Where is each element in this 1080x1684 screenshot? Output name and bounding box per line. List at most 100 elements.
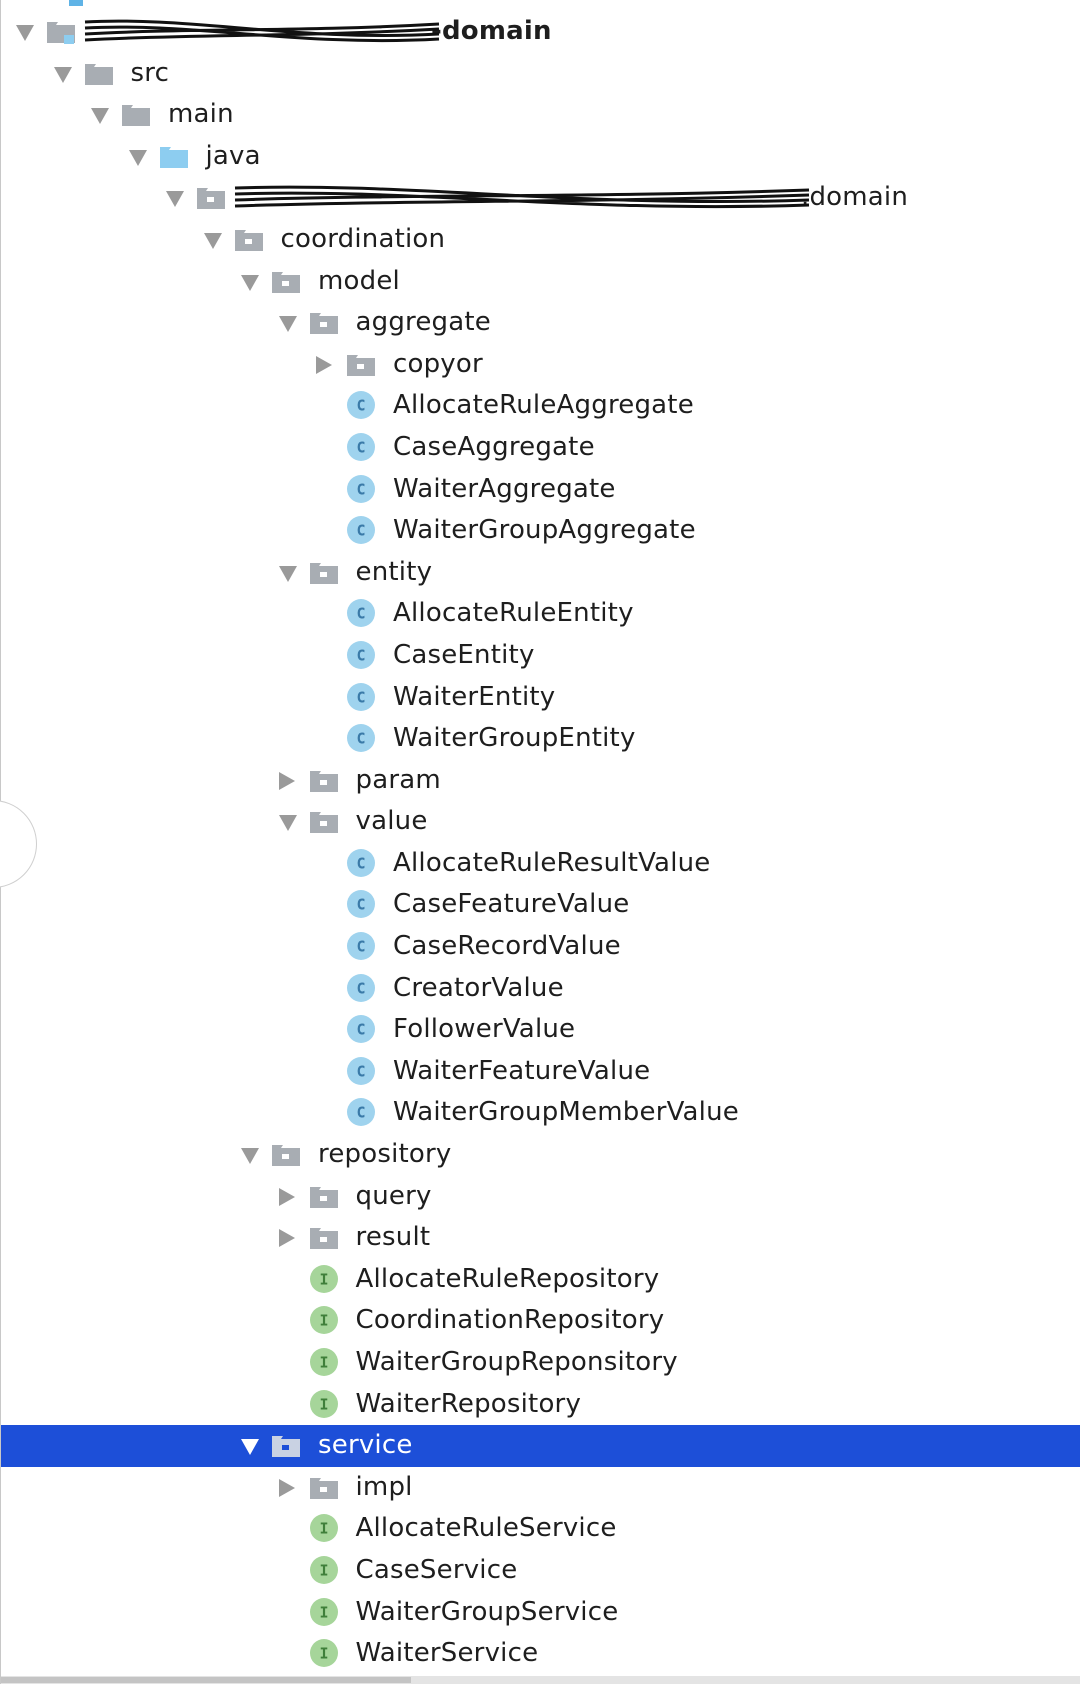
class-icon: C	[346, 515, 376, 549]
collapse-arrow-right-icon[interactable]	[278, 1229, 295, 1248]
class-icon: C	[346, 848, 376, 882]
svg-text:C: C	[356, 1021, 365, 1039]
tree-row-coordination[interactable]: coordination	[1, 219, 1080, 261]
svg-text:I: I	[319, 1561, 328, 1579]
package-icon	[196, 187, 226, 215]
tree-item-label: AllocateRuleResultValue	[393, 847, 711, 878]
svg-text:C: C	[356, 688, 365, 706]
tree-row-repository[interactable]: repository	[1, 1134, 1080, 1176]
tree-row-param[interactable]: param	[1, 760, 1080, 802]
expand-arrow-down-icon[interactable]	[278, 815, 297, 832]
interface-icon: I	[309, 1555, 339, 1589]
svg-text:C: C	[356, 646, 365, 664]
tree-row-allocateruleresultvalue[interactable]: C AllocateRuleResultValue	[1, 843, 1080, 885]
expand-arrow-down-icon[interactable]	[91, 108, 109, 125]
tree-row-waiterfeaturevalue[interactable]: C WaiterFeatureValue	[1, 1051, 1080, 1093]
collapse-arrow-right-icon[interactable]	[316, 355, 332, 374]
package-icon	[271, 1435, 301, 1463]
tree-row-creatorvalue[interactable]: C CreatorValue	[1, 968, 1080, 1010]
svg-text:I: I	[319, 1645, 328, 1663]
expand-arrow-down-icon[interactable]	[128, 149, 147, 166]
horizontal-scrollbar[interactable]	[1, 1676, 1080, 1684]
tree-item-label: entity	[355, 556, 433, 587]
tree-row-allocateruleservice[interactable]: I AllocateRuleService	[1, 1508, 1080, 1550]
svg-text:C: C	[356, 397, 365, 415]
tree-row-waitergroupreponsitory[interactable]: I WaiterGroupReponsitory	[1, 1342, 1080, 1384]
tree-row-domain[interactable]: .domain	[1, 177, 1080, 219]
svg-text:C: C	[356, 480, 365, 498]
collapse-arrow-right-icon[interactable]	[278, 1478, 295, 1497]
tree-item-label: WaiterGroupEntity	[393, 723, 636, 754]
tree-row-entity[interactable]: entity	[1, 552, 1080, 594]
tree-row-aggregate[interactable]: aggregate	[1, 302, 1080, 344]
expand-arrow-down-icon[interactable]	[203, 232, 222, 249]
tree-row-main[interactable]: main	[1, 94, 1080, 136]
tree-item-label: .domain	[801, 182, 909, 213]
class-icon: C	[346, 598, 376, 632]
tree-item-label: -domain	[431, 16, 552, 46]
package-icon	[309, 312, 339, 340]
expand-arrow-down-icon[interactable]	[278, 565, 297, 582]
expand-arrow-down-icon[interactable]	[241, 1439, 259, 1456]
svg-text:I: I	[319, 1354, 328, 1372]
tree-item-label: WaiterGroupReponsitory	[355, 1347, 678, 1377]
svg-text:I: I	[319, 1312, 328, 1330]
expand-arrow-down-icon[interactable]	[278, 316, 297, 333]
class-icon: C	[346, 1097, 376, 1131]
tree-row-value[interactable]: value	[1, 801, 1080, 843]
svg-text:C: C	[356, 979, 365, 997]
collapse-arrow-right-icon[interactable]	[278, 771, 295, 790]
package-icon	[346, 354, 376, 382]
tree-row-service[interactable]: service	[1, 1425, 1080, 1467]
tree-row-src[interactable]: src	[1, 53, 1080, 95]
expand-arrow-down-icon[interactable]	[241, 274, 259, 291]
svg-text:C: C	[356, 1062, 365, 1080]
class-icon: C	[346, 640, 376, 674]
tree-row-copyor[interactable]: copyor	[1, 344, 1080, 386]
tree-item-label: repository	[318, 1139, 452, 1170]
tree-item-label: CreatorValue	[393, 972, 564, 1003]
horizontal-scrollbar-thumb[interactable]	[1, 1677, 411, 1683]
redaction-scribble	[84, 19, 440, 43]
tree-row-impl[interactable]: impl	[1, 1467, 1080, 1509]
tree-row-domain[interactable]: -domain	[1, 11, 1080, 53]
collapse-arrow-right-icon[interactable]	[278, 1187, 295, 1206]
expand-arrow-down-icon[interactable]	[53, 66, 72, 83]
svg-text:C: C	[356, 522, 365, 540]
tree-item-label: WaiterFeatureValue	[393, 1055, 651, 1086]
package-icon	[271, 1144, 301, 1172]
top-cut-off-row	[69, 0, 83, 6]
expand-arrow-down-icon[interactable]	[166, 191, 184, 208]
svg-text:I: I	[319, 1270, 328, 1288]
class-icon: C	[346, 973, 376, 1007]
tree-row-java[interactable]: java	[1, 136, 1080, 178]
tree-item-label: value	[355, 806, 428, 837]
tree-row-model[interactable]: model	[1, 261, 1080, 303]
tree-row-result[interactable]: result	[1, 1217, 1080, 1259]
tree-row-query[interactable]: query	[1, 1176, 1080, 1218]
expand-arrow-down-icon[interactable]	[16, 25, 34, 41]
expand-arrow-down-icon[interactable]	[241, 1148, 259, 1165]
svg-text:I: I	[319, 1520, 328, 1538]
tree-item-label: AllocateRuleService	[355, 1513, 617, 1544]
